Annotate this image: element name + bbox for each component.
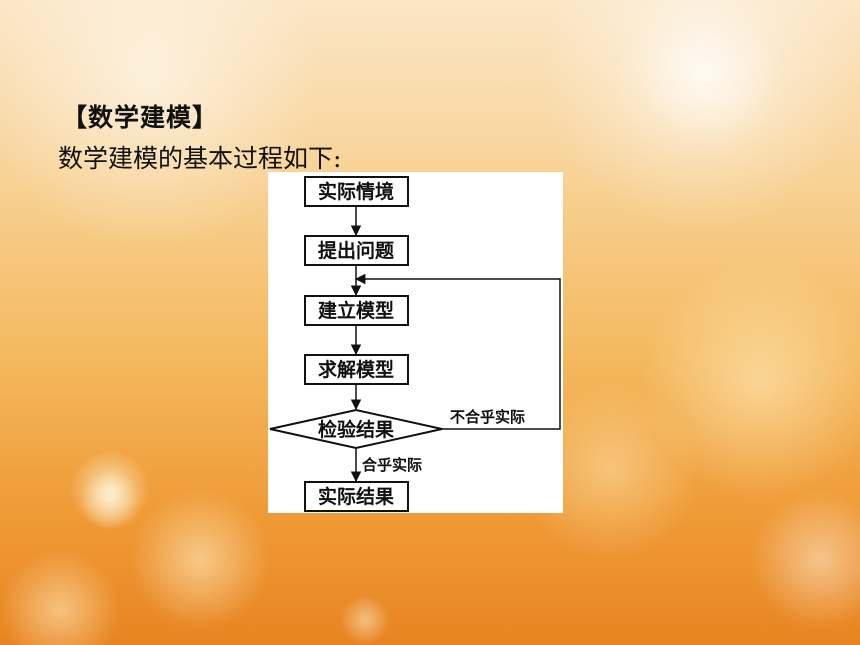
node-solve-model: 求解模型 bbox=[304, 354, 409, 385]
node-check-result: 检验结果 bbox=[269, 408, 443, 450]
node-pose-question-label: 提出问题 bbox=[318, 239, 394, 262]
edge-label-not-realistic: 不合乎实际 bbox=[450, 408, 525, 426]
bokeh-decoration bbox=[640, 10, 780, 150]
node-check-result-label: 检验结果 bbox=[318, 418, 394, 441]
node-build-model: 建立模型 bbox=[304, 295, 409, 326]
bokeh-decoration bbox=[80, 470, 140, 530]
node-solve-model-label: 求解模型 bbox=[318, 358, 394, 381]
flowchart-canvas: 实际情境 提出问题 建立模型 求解模型 检验结果 实际结果 不合乎实 bbox=[269, 176, 561, 512]
bokeh-decoration bbox=[340, 595, 390, 645]
node-real-result: 实际结果 bbox=[304, 481, 409, 512]
edge-check-to-build-loop bbox=[354, 273, 561, 430]
node-real-result-label: 实际结果 bbox=[318, 485, 394, 508]
node-pose-question: 提出问题 bbox=[304, 235, 409, 266]
node-real-situation-label: 实际情境 bbox=[318, 180, 394, 203]
node-real-situation: 实际情境 bbox=[304, 176, 409, 207]
section-heading: 【数学建模】 bbox=[62, 103, 219, 132]
edge-label-realistic: 合乎实际 bbox=[361, 456, 422, 474]
intro-text: 数学建模的基本过程如下: bbox=[58, 144, 342, 173]
flowchart-diagram: 实际情境 提出问题 建立模型 求解模型 检验结果 实际结果 不合乎实 bbox=[268, 172, 563, 513]
node-build-model-label: 建立模型 bbox=[318, 299, 394, 322]
